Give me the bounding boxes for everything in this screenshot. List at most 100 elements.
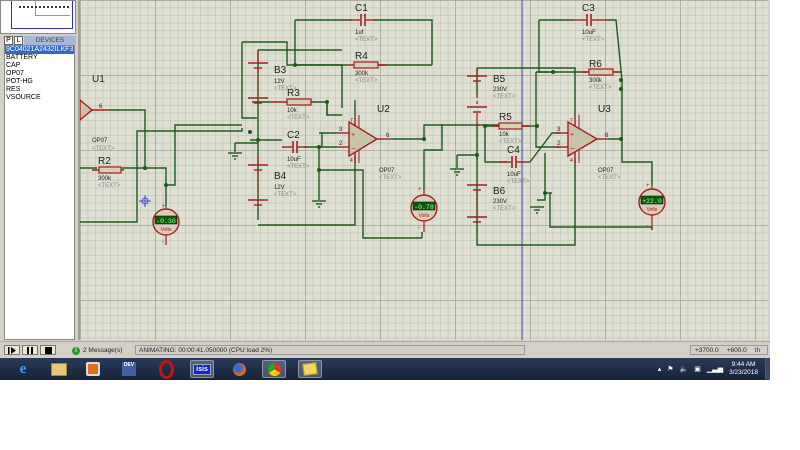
junction-dot — [619, 137, 623, 141]
device-list[interactable]: 9C04021A2432ILKF3 BATTERY CAP OP07 POT-H… — [4, 45, 75, 340]
c2-text-label: <TEXT> — [287, 164, 310, 170]
taskbar-isis[interactable]: isis — [190, 360, 214, 378]
taskbar-opera[interactable] — [155, 359, 177, 379]
taskbar-internet-explorer[interactable]: e — [12, 360, 34, 378]
junction-dot — [325, 100, 329, 104]
battery-b4[interactable]: B4 12V <TEXT> — [248, 155, 297, 206]
opamp-u1-body — [80, 99, 94, 121]
resistor-r5[interactable]: R5 10k <TEXT> — [492, 112, 530, 145]
sticky-notes-icon — [302, 362, 318, 376]
library-manager-button[interactable]: L — [14, 36, 23, 45]
opamp-u2[interactable]: + − U2 3 2 6 7 4 OP07 <TEXT> — [337, 104, 402, 181]
u2-type-label: OP07 — [379, 168, 395, 174]
u2-ref-label: U2 — [377, 104, 390, 115]
junction-dot — [317, 168, 321, 172]
capacitor-c1[interactable]: C1 1uf <TEXT> — [350, 3, 378, 43]
action-center-flag-icon[interactable]: ⚑ — [667, 366, 674, 373]
junction-dot — [551, 70, 555, 74]
battery-b3[interactable]: B3 12V <TEXT> — [248, 50, 297, 104]
wire — [166, 124, 242, 186]
b6-value-label: 230V — [493, 199, 507, 205]
meter-minus-label: - — [646, 223, 648, 229]
wire — [307, 101, 342, 116]
junction-dot — [475, 153, 479, 157]
voltmeter-1[interactable]: -0.30 Volts + - — [152, 204, 180, 245]
device-panel-header: P L DEVICES — [4, 36, 76, 45]
resistor-r4[interactable]: R4 300k <TEXT> — [347, 51, 387, 84]
wire — [110, 109, 167, 205]
voltmeter-3[interactable]: +22.0 Volts + - — [638, 183, 666, 230]
schematic-canvas[interactable]: U1 6 OP07 <TEXT> R2 300k <TEXT> — [78, 0, 768, 340]
u2-pin-vplus: 7 — [350, 118, 353, 124]
schematic-drawing[interactable]: U1 6 OP07 <TEXT> R2 300k <TEXT> — [78, 0, 768, 340]
c1-ref-label: C1 — [355, 3, 368, 14]
pause-button[interactable] — [22, 345, 38, 355]
meter-plus-label: + — [418, 187, 422, 193]
c4-value-label: 10uF — [507, 172, 521, 178]
capacitor-c3[interactable]: C3 10uF <TEXT> — [574, 3, 605, 43]
meter-reading: -0.78 — [414, 204, 434, 211]
pick-devices-button[interactable]: P — [4, 36, 13, 45]
media-player-icon — [86, 362, 100, 376]
wire — [374, 19, 433, 65]
r6-value-label: 300k — [589, 78, 603, 84]
clock[interactable]: 9:44 AM 3/23/2018 — [729, 361, 758, 377]
resistor-r6[interactable]: R6 300k <TEXT> — [582, 59, 619, 91]
resistor-body — [286, 98, 312, 106]
c4-ref-label: C4 — [507, 145, 520, 156]
play-button[interactable] — [4, 345, 20, 355]
meter-lcd — [154, 215, 178, 225]
battery-b5[interactable]: B5 230V <TEXT> — [467, 68, 516, 125]
taskbar-file-explorer[interactable] — [48, 360, 70, 378]
device-item[interactable]: 9C04021A2432ILKF3 — [5, 46, 74, 54]
device-item[interactable]: OP07 — [6, 70, 24, 77]
taskbar-sticky-notes[interactable] — [298, 360, 322, 378]
volume-icon[interactable]: 🔈 — [679, 366, 689, 373]
battery-b6[interactable]: B6 230V <TEXT> — [467, 184, 516, 223]
device-item[interactable]: RES — [6, 86, 21, 93]
opamp-u1[interactable]: U1 6 OP07 <TEXT> — [80, 74, 115, 152]
messages-indicator[interactable]: i 2 Message(s) — [72, 345, 122, 356]
u3-pin-out: 6 — [605, 133, 609, 139]
resistor-r2[interactable]: R2 300k <TEXT> — [92, 156, 124, 189]
signal-strength-icon[interactable]: ▁▃▅ — [706, 366, 724, 373]
coord-y: +600.0 — [726, 347, 747, 354]
wire — [477, 67, 576, 115]
proteus-window: P L DEVICES 9C04021A2432ILKF3 BATTERY CA… — [0, 0, 770, 380]
resistor-body — [498, 122, 523, 130]
stop-button[interactable] — [40, 345, 56, 355]
device-item[interactable]: POT-HG — [6, 78, 33, 85]
resistor-r3[interactable]: R3 10k <TEXT> — [272, 88, 312, 121]
u2-text-label: <TEXT> — [379, 175, 402, 181]
capacitor-c4[interactable]: C4 10uF <TEXT> — [500, 145, 530, 185]
meter-plus-label: + — [162, 204, 166, 210]
voltmeter-2[interactable]: -0.78 Volts + - — [410, 187, 438, 232]
taskbar-firefox[interactable] — [228, 360, 250, 378]
r4-value-label: 300k — [355, 71, 369, 77]
taskbar-media-player[interactable] — [82, 360, 104, 378]
junction-dot — [422, 137, 426, 141]
wire — [608, 138, 653, 185]
meter-minus-label: - — [162, 239, 164, 245]
overview-preview[interactable] — [0, 0, 76, 34]
crosshair-cursor-icon — [139, 195, 151, 207]
junction-dot — [256, 138, 260, 142]
taskbar-dev-cpp[interactable]: DEV — [118, 360, 140, 378]
resistor-body — [98, 166, 122, 174]
wire — [258, 155, 356, 226]
clock-date: 3/23/2018 — [729, 369, 758, 376]
show-desktop-button[interactable] — [765, 358, 770, 380]
show-hidden-icons-icon[interactable]: ▴ — [657, 366, 662, 373]
wire — [80, 128, 243, 223]
u3-text-label: <TEXT> — [598, 175, 621, 181]
device-item[interactable]: VSOURCE — [6, 94, 41, 101]
b4-value-label: 12V — [274, 185, 285, 191]
taskbar-chrome[interactable] — [262, 360, 286, 378]
device-item[interactable]: CAP — [6, 62, 21, 69]
c1-value-label: 1uf — [355, 30, 364, 36]
capacitor-c2[interactable]: C2 10uF <TEXT> — [282, 130, 310, 170]
opamp-u3[interactable]: + − U3 3 2 6 7 4 OP07 <TEXT> — [556, 104, 621, 181]
device-item[interactable]: BATTERY — [6, 54, 38, 61]
network-drive-icon[interactable]: ▣ — [694, 366, 701, 373]
junction-dot — [483, 124, 487, 128]
